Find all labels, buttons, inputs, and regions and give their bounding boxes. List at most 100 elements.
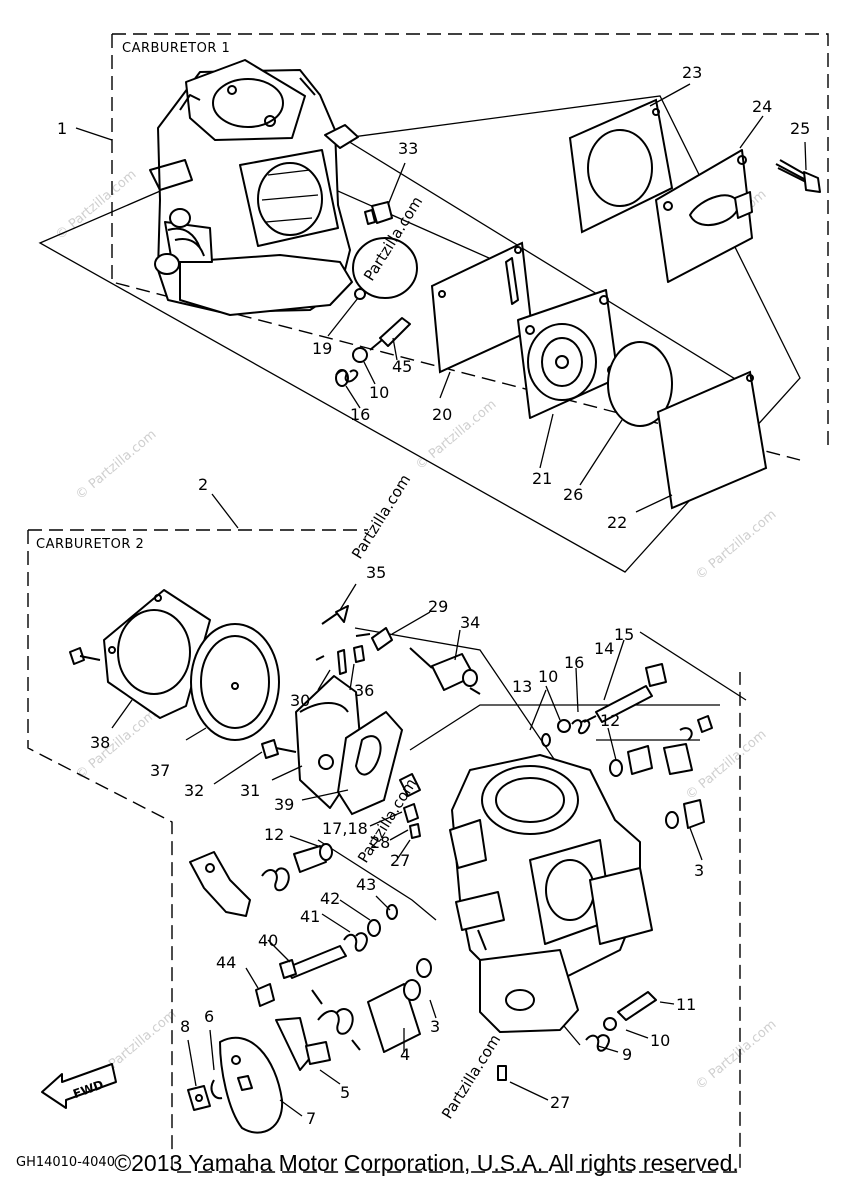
label-2: 2 <box>198 475 208 494</box>
part-9-spring <box>585 1034 610 1052</box>
label-22: 22 <box>607 513 627 532</box>
part-7-cam <box>219 1036 284 1134</box>
part-23-gasket <box>568 98 674 234</box>
part-34-jet <box>409 647 481 695</box>
carburetor-1-title: CARBURETOR 1 <box>122 41 230 56</box>
label-26: 26 <box>563 485 583 504</box>
carb2-leaders <box>111 583 703 1117</box>
part-33-plug <box>364 201 393 225</box>
part-26-diaphragm <box>607 341 673 427</box>
part-20-gasket <box>430 241 534 374</box>
label-10-right: 10 <box>538 667 558 686</box>
label-24: 24 <box>752 97 772 116</box>
copyright-notice: ©2013 Yamaha Motor Corporation, U.S.A. A… <box>114 1150 739 1176</box>
part-22-gasket <box>656 370 768 510</box>
part-40-screw <box>279 945 347 979</box>
label-23: 23 <box>682 63 702 82</box>
carburetor-2-outline <box>27 529 741 1173</box>
part-16-spring-right <box>571 719 591 735</box>
label-13: 13 <box>512 677 532 696</box>
label-6: 6 <box>204 1007 214 1026</box>
part-38-screw <box>69 647 101 665</box>
part-29-screw <box>355 627 393 651</box>
part-27-screw-lower <box>497 1065 507 1081</box>
part-14-needle <box>583 685 653 723</box>
part-11-screw <box>617 991 657 1021</box>
part-spring-left <box>261 867 290 892</box>
part-30-36-screws <box>315 645 365 675</box>
label-10-lower: 10 <box>650 1031 670 1050</box>
label-42: 42 <box>320 889 340 908</box>
partzilla-watermark-3: Partzilla.com <box>348 471 414 562</box>
part-45-screw <box>369 317 411 351</box>
part-43-oring <box>386 904 398 920</box>
part-17-18-screws <box>399 773 421 823</box>
label-19: 19 <box>312 339 332 358</box>
part-37-diaphragm <box>190 623 280 741</box>
label-41: 41 <box>300 907 320 926</box>
label-5: 5 <box>340 1083 350 1102</box>
fwd-arrow-icon: FWD <box>41 1063 117 1109</box>
label-44: 44 <box>216 953 236 972</box>
label-25: 25 <box>790 119 810 138</box>
label-29: 29 <box>428 597 448 616</box>
label-3-left: 3 <box>430 1017 440 1036</box>
label-12-right: 12 <box>600 711 620 730</box>
label-27-lower: 27 <box>550 1093 570 1112</box>
carburetor-2-body <box>449 754 653 1033</box>
label-39: 39 <box>274 795 294 814</box>
label-31: 31 <box>240 781 260 800</box>
label-3-right: 3 <box>694 861 704 880</box>
watermark-faint-6: © Partzilla.com <box>73 707 159 783</box>
label-12-left: 12 <box>264 825 284 844</box>
part-3-bushing-left <box>416 958 432 978</box>
part-42-washer <box>367 919 381 937</box>
watermark-faint-3: © Partzilla.com <box>73 427 159 503</box>
label-33: 33 <box>398 139 418 158</box>
part-15-cap <box>645 663 667 687</box>
label-10-top: 10 <box>369 383 389 402</box>
partzilla-watermark-4: Partzilla.com <box>438 1031 504 1122</box>
label-43: 43 <box>356 875 376 894</box>
watermark-faint-9: © Partzilla.com <box>693 1017 779 1093</box>
part-throttle-lever <box>189 851 251 917</box>
part-4-sleeve <box>367 979 421 1053</box>
part-35-lever <box>321 605 349 625</box>
label-27-upper: 27 <box>390 851 410 870</box>
carburetor-1-outline <box>111 33 829 461</box>
watermark-faint-4: © Partzilla.com <box>413 397 499 473</box>
carburetor-1-body <box>149 59 359 316</box>
label-38: 38 <box>90 733 110 752</box>
part-44-cap <box>255 983 275 1007</box>
label-16-right: 16 <box>564 653 584 672</box>
label-36: 36 <box>354 681 374 700</box>
part-3-bushing-right <box>665 799 705 829</box>
watermark-faint-5: © Partzilla.com <box>693 507 779 583</box>
part-6-clip <box>210 1079 223 1100</box>
label-21: 21 <box>532 469 552 488</box>
part-12-bushing-left <box>293 843 333 873</box>
label-20: 20 <box>432 405 452 424</box>
part-10-seal-right <box>557 719 571 733</box>
part-19-diaphragm <box>352 237 418 300</box>
part-10-seal-lower <box>603 1017 617 1031</box>
label-1: 1 <box>57 119 67 138</box>
part-12-bushing-right <box>609 715 713 777</box>
diagram-code: GH14010-4040 <box>16 1155 115 1170</box>
part-32-screw <box>261 739 297 759</box>
part-throttle-spring <box>311 989 361 1051</box>
watermark-faint-7: © Partzilla.com <box>683 727 769 803</box>
part-24-plate <box>655 149 753 283</box>
label-8: 8 <box>180 1017 190 1036</box>
label-11: 11 <box>676 995 696 1014</box>
label-35: 35 <box>366 563 386 582</box>
label-14: 14 <box>594 639 614 658</box>
part-8-nut <box>187 1085 211 1111</box>
label-34: 34 <box>460 613 480 632</box>
carburetor-2-title: CARBURETOR 2 <box>36 537 144 552</box>
label-40: 40 <box>258 931 278 950</box>
label-30: 30 <box>290 691 310 710</box>
label-17-18: 17,18 <box>322 819 368 838</box>
part-21-cover <box>517 289 619 419</box>
